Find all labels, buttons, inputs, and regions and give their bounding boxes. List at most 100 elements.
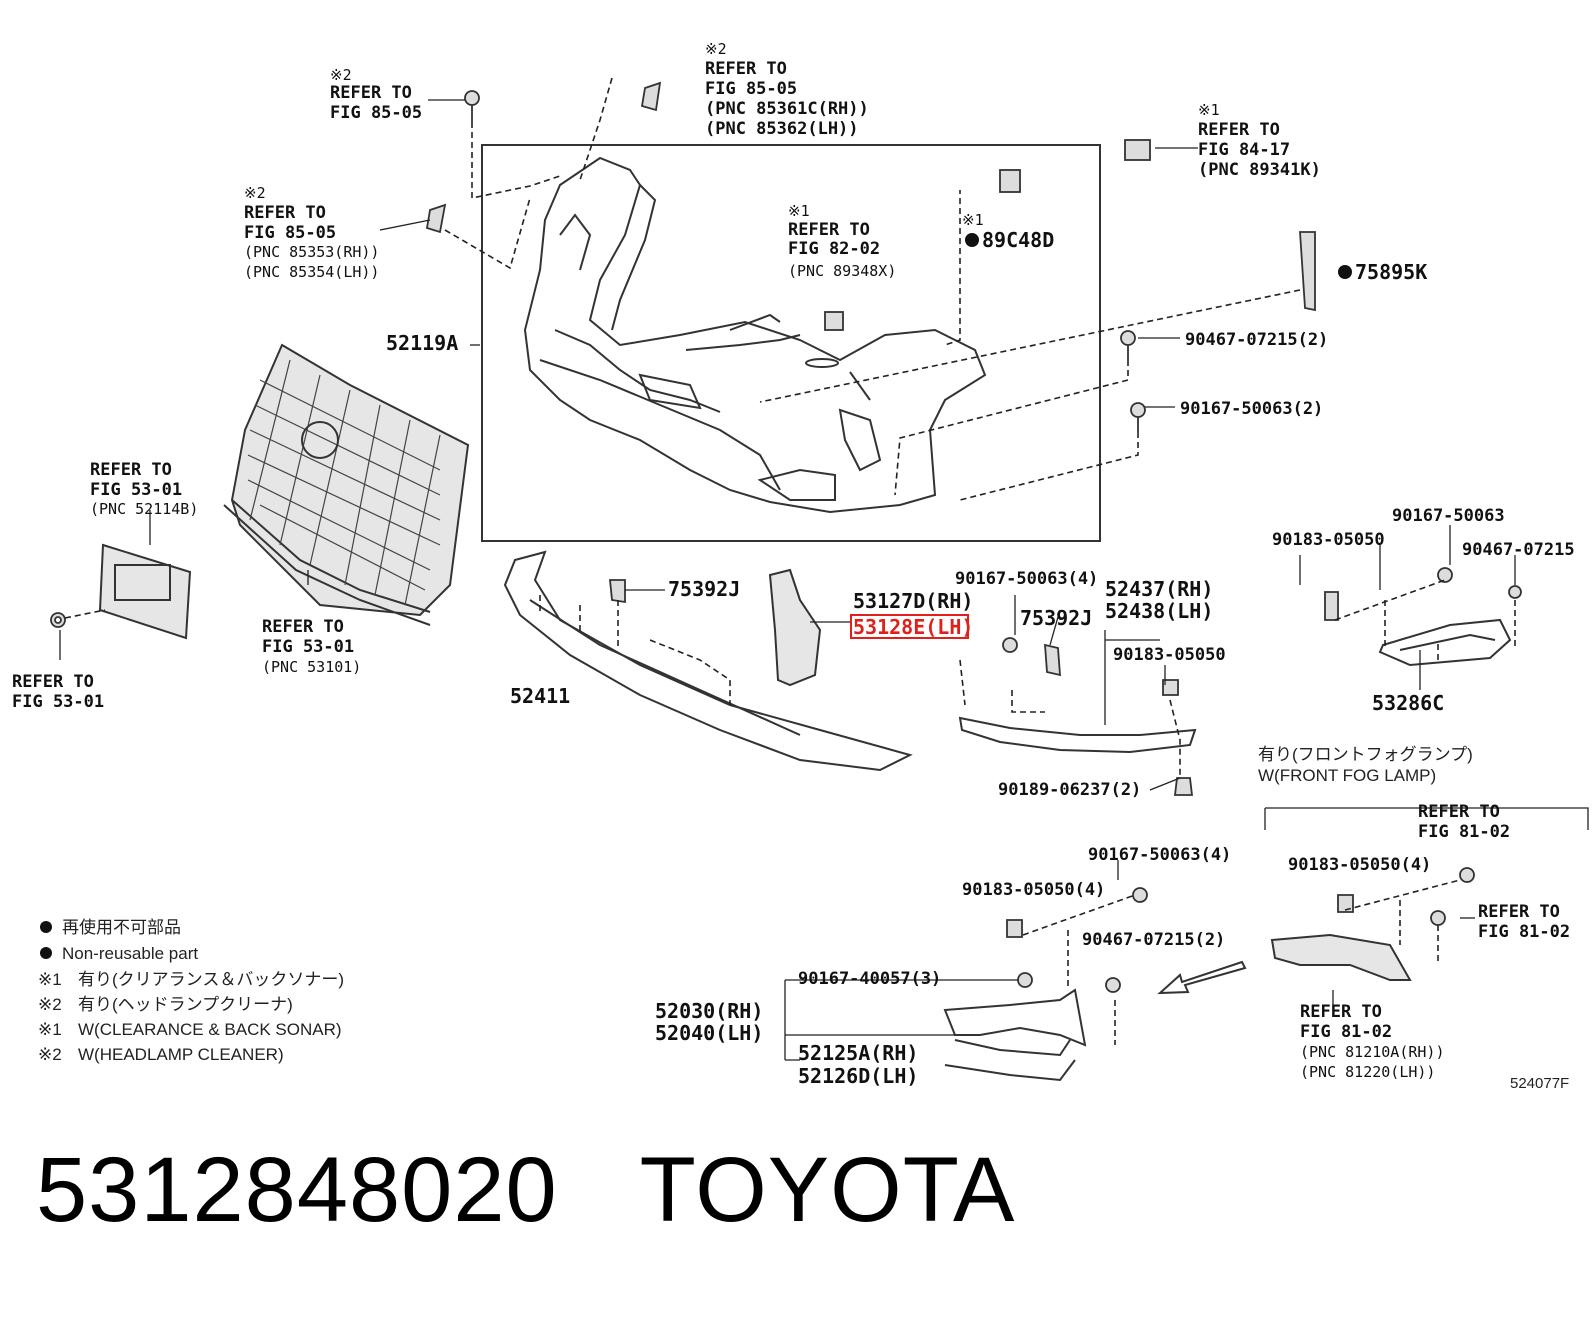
refer-text: REFER TO — [1300, 1002, 1382, 1022]
non-reusable-dot — [40, 947, 52, 959]
part-90467-b: 90467-07215(2) — [1082, 930, 1225, 950]
legend-non-reusable-en: Non-reusable part — [62, 944, 198, 963]
figure-code: 524077F — [1510, 1075, 1569, 1092]
non-reusable-dot — [40, 921, 52, 933]
part-reflector: 53127D(RH) 53128E(LH) — [850, 589, 973, 639]
refer-text: REFER TO — [705, 59, 787, 79]
legend-cleaner-jp: 有り(ヘッドランプクリーナ) — [78, 995, 293, 1014]
brand-name: TOYOTA — [639, 1139, 1016, 1241]
pnc-lh: (PNC 85354(LH)) — [244, 263, 379, 281]
part-90167-c: 90167-50063(4) — [1088, 845, 1231, 865]
cover-strip-drawing — [958, 716, 1197, 754]
refer-mark: ※2 — [244, 184, 266, 202]
part-53128e: 53128E(LH) — [853, 615, 973, 639]
pnc: (PNC 52114B) — [90, 500, 198, 518]
pnc: (PNC 53101) — [262, 658, 361, 676]
callout-grille: REFER TO FIG 53-01 (PNC 53101) — [262, 617, 361, 676]
callout-fog-right: REFER TO FIG 81-02 — [1478, 902, 1570, 942]
part-90467-r: 90467-07215 — [1462, 540, 1575, 560]
refer-text: REFER TO — [1478, 902, 1560, 922]
legend-mark-1: ※1 — [38, 970, 62, 989]
refer-fig: FIG 53-01 — [12, 692, 104, 712]
legend-sonar-en: W(CLEARANCE & BACK SONAR) — [78, 1020, 342, 1039]
non-reusable-dot — [1338, 265, 1352, 279]
dashed-lines — [64, 77, 1516, 1045]
pnc-lh: (PNC 81220(LH)) — [1300, 1063, 1435, 1081]
callout-top-center: ※2 REFER TO FIG 85-05 (PNC 85361C(RH)) (… — [705, 40, 869, 139]
bumper-group-frame — [481, 144, 1101, 542]
refer-text: REFER TO — [1198, 120, 1280, 140]
callout-top-left: ※2 REFER TO FIG 85-05 — [330, 66, 422, 123]
part-90183-b: 90183-05050(4) — [962, 880, 1105, 900]
part-90167-a: 90167-50063(2) — [1180, 399, 1323, 419]
refer-text: REFER TO — [244, 203, 326, 223]
fasteners — [50, 81, 1522, 993]
callout-bottom-left: REFER TO FIG 53-01 — [12, 672, 104, 712]
refer-fig: FIG 84-17 — [1198, 140, 1290, 160]
part-90189: 90189-06237(2) — [998, 780, 1141, 800]
reflector-drawing — [768, 568, 822, 687]
lower-bracket-drawing — [943, 988, 1087, 1082]
grille-drawing — [223, 343, 470, 626]
refer-fig: FIG 53-01 — [90, 480, 182, 500]
part-52030: 52030(RH) — [655, 999, 763, 1023]
refer-text: REFER TO — [262, 617, 344, 637]
refer-mark: ※1 — [788, 202, 810, 220]
license-bracket-drawing — [98, 543, 192, 640]
part-number: 89C48D — [982, 228, 1054, 252]
refer-text: REFER TO — [330, 83, 412, 103]
refer-fig: FIG 81-02 — [1418, 822, 1510, 842]
refer-text: REFER TO — [788, 220, 870, 240]
part-75392j-a: 75392J — [668, 577, 740, 601]
refer-mark: ※2 — [705, 40, 727, 58]
highlight-box — [850, 614, 969, 639]
part-90167-b: 90167-50063(4) — [955, 569, 1098, 589]
pnc-rh: (PNC 81210A(RH)) — [1300, 1043, 1445, 1061]
part-90467-a: 90467-07215(2) — [1185, 330, 1328, 350]
side-bracket-drawing — [1378, 618, 1512, 667]
pnc-rh: (PNC 85353(RH)) — [244, 243, 379, 261]
pnc: (PNC 89341K) — [1198, 160, 1321, 180]
pnc: (PNC 89348X) — [788, 262, 896, 280]
part-90183-a: 90183-05050 — [1113, 645, 1226, 665]
legend-sonar-jp: 有り(クリアランス＆バックソナー) — [78, 970, 344, 989]
fog-lamp-jp: 有り(フロントフォグランプ) — [1258, 745, 1473, 764]
refer-text: REFER TO — [1418, 802, 1500, 822]
leader-lines — [59, 99, 1589, 1061]
part-89c48d: ※1 89C48D — [962, 211, 1054, 252]
legend-non-reusable-jp: 再使用不可部品 — [62, 917, 181, 937]
refer-fig: FIG 82-02 — [788, 239, 880, 259]
callout-fog-top: REFER TO FIG 81-02 — [1418, 802, 1510, 842]
fog-lamp-drawing — [1270, 933, 1412, 981]
pnc-rh: (PNC 85361C(RH)) — [705, 99, 869, 119]
part-75895k: 75895K — [1338, 260, 1427, 284]
refer-fig: FIG 81-02 — [1478, 922, 1570, 942]
lower-spoiler-drawing — [503, 550, 913, 772]
callout-top-right: ※1 REFER TO FIG 84-17 (PNC 89341K) — [1198, 101, 1321, 180]
refer-fig: FIG 85-05 — [330, 103, 422, 123]
part-52411: 52411 — [510, 684, 570, 708]
legend-mark-2: ※2 — [38, 1045, 62, 1064]
non-reusable-dot — [965, 233, 979, 247]
part-52437: 52437(RH) — [1105, 577, 1213, 601]
refer-text: REFER TO — [90, 460, 172, 480]
refer-mark: ※2 — [330, 66, 352, 84]
pnc-lh: (PNC 85362(LH)) — [705, 119, 859, 139]
part-52119a: 52119A — [386, 331, 458, 355]
legend-cleaner-en: W(HEADLAMP CLEANER) — [78, 1045, 284, 1064]
part-number: 75895K — [1355, 260, 1427, 284]
legend: 再使用不可部品 Non-reusable part ※1 有り(クリアランス＆バ… — [38, 917, 344, 1064]
refer-text: REFER TO — [12, 672, 94, 692]
callout-grille-bracket: REFER TO FIG 53-01 (PNC 52114B) — [90, 460, 198, 518]
part-90183-r: 90183-05050 — [1272, 530, 1385, 550]
part-52438: 52438(LH) — [1105, 599, 1213, 623]
legend-mark-1: ※1 — [38, 1020, 62, 1039]
part-53127d: 53127D(RH) — [853, 589, 973, 613]
callout-mid-left: ※2 REFER TO FIG 85-05 (PNC 85353(RH)) (P… — [244, 184, 379, 281]
callout-fog-lamp: REFER TO FIG 81-02 (PNC 81210A(RH)) (PNC… — [1300, 1002, 1445, 1081]
refer-mark: ※1 — [962, 211, 984, 229]
refer-fig: FIG 53-01 — [262, 637, 354, 657]
part-52126d: 52126D(LH) — [798, 1064, 918, 1088]
